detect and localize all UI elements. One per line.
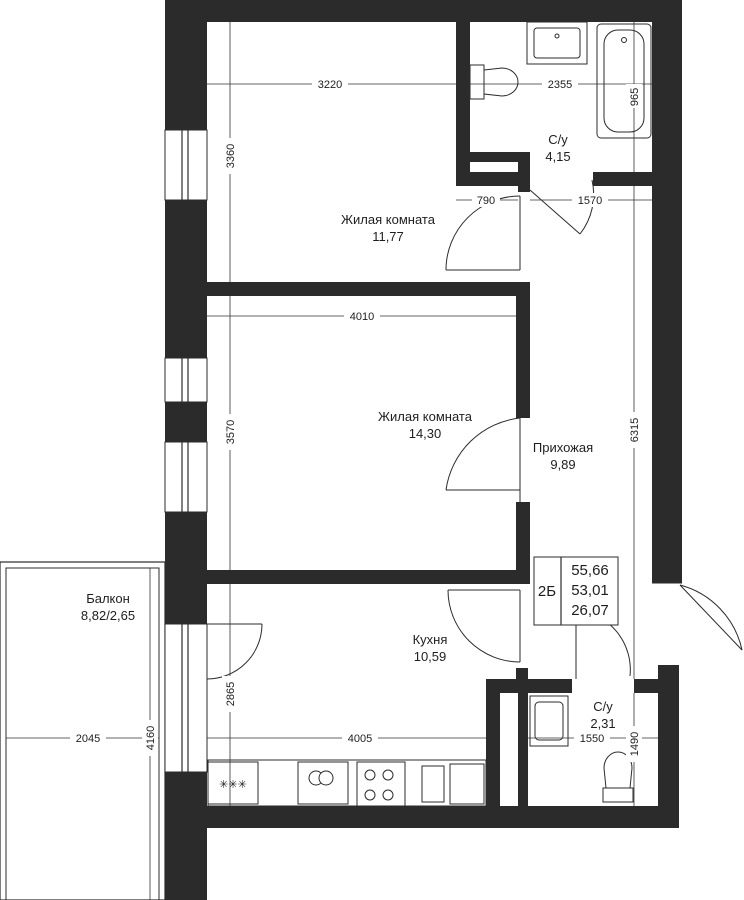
room-balcony-area: 8,82/2,65 bbox=[81, 608, 135, 623]
apartment-living-area: 26,07 bbox=[571, 602, 609, 619]
room-living1-area: 11,77 bbox=[372, 229, 404, 244]
apartment-total-area: 55,66 bbox=[571, 562, 609, 579]
dim-2865: 2865 bbox=[225, 682, 237, 706]
dimension-labels: 3220 2355 965 3360 790 1570 4010 3570 63… bbox=[70, 77, 642, 762]
dim-1490: 1490 bbox=[629, 732, 641, 756]
apartment-type: 2Б bbox=[538, 583, 556, 600]
dim-790: 790 bbox=[477, 195, 495, 207]
dim-4010: 4010 bbox=[350, 311, 374, 323]
dim-4160: 4160 bbox=[145, 726, 157, 750]
dim-1570: 1570 bbox=[578, 195, 602, 207]
room-bath2-area: 2,31 bbox=[590, 716, 615, 731]
fridge-symbol: ✳✳✳ bbox=[219, 779, 247, 791]
room-hall-area: 9,89 bbox=[550, 457, 575, 472]
room-bath2-name: С/у bbox=[593, 699, 613, 714]
room-living2-area: 14,30 bbox=[409, 426, 442, 441]
apartment-summary: 2Б 55,66 53,01 26,07 bbox=[533, 556, 619, 626]
room-bath1-name: С/у bbox=[548, 132, 568, 147]
windows bbox=[164, 129, 208, 773]
fixtures: ✳✳✳ bbox=[207, 21, 652, 807]
room-living1-name: Жилая комната bbox=[341, 212, 436, 227]
room-bath1-area: 4,15 bbox=[545, 149, 570, 164]
dim-3220: 3220 bbox=[318, 79, 342, 91]
room-balcony-name: Балкон bbox=[86, 591, 130, 606]
room-kitchen-area: 10,59 bbox=[414, 649, 447, 664]
dim-6315: 6315 bbox=[629, 418, 641, 442]
dim-3360: 3360 bbox=[225, 144, 237, 168]
apartment-area-no-balcony: 53,01 bbox=[571, 582, 609, 599]
dim-4005: 4005 bbox=[348, 733, 372, 745]
room-labels: Жилая комната 11,77 Жилая комната 14,30 … bbox=[81, 132, 616, 731]
walls bbox=[165, 0, 682, 900]
dim-2045: 2045 bbox=[76, 733, 100, 745]
dim-965: 965 bbox=[629, 88, 641, 106]
room-kitchen-name: Кухня bbox=[413, 632, 448, 647]
room-hall-name: Прихожая bbox=[533, 440, 593, 455]
doors bbox=[206, 179, 743, 680]
dim-1550: 1550 bbox=[580, 733, 604, 745]
dim-2355: 2355 bbox=[548, 79, 572, 91]
room-living2-name: Жилая комната bbox=[378, 409, 473, 424]
dim-3570: 3570 bbox=[225, 420, 237, 444]
